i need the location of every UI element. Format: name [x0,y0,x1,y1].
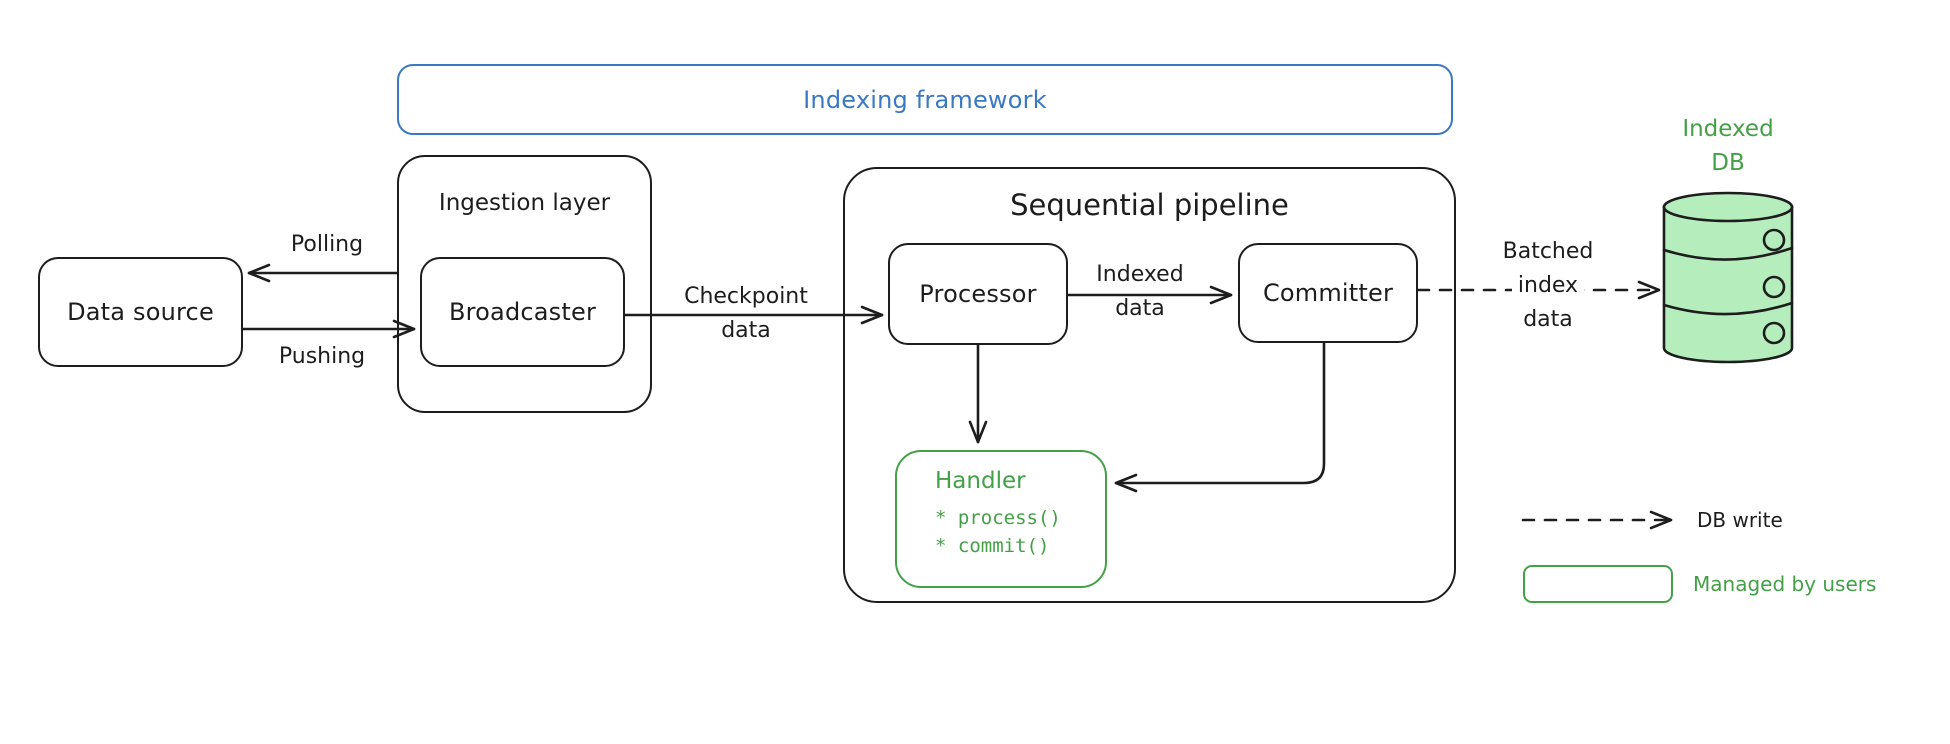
db-cylinder-body [1662,205,1794,364]
handler-method-process: * process() [935,507,1061,529]
handler-method-commit: * commit() [935,535,1050,557]
indexing-framework-label: Indexing framework [803,85,1047,114]
db-dot-1 [1762,228,1786,252]
db-dot-2 [1762,275,1786,299]
checkpoint-data-edge-label: Checkpoint data [666,280,826,348]
committer-node: Committer [1238,243,1418,343]
legend-db-write-label: DB write [1697,508,1783,532]
checkpoint-line2: data [721,318,771,343]
batched-line2: index [1511,273,1585,298]
checkpoint-line1: Checkpoint [684,284,808,309]
db-cylinder-seam-2 [1662,301,1794,316]
batched-index-data-edge-label: Batched index data [1478,235,1618,337]
indexed-data-edge-label: Indexed data [1075,258,1205,326]
broadcaster-node: Broadcaster [420,257,625,367]
db-dot-3 [1762,321,1786,345]
processor-label: Processor [919,280,1037,308]
handler-title: Handler [935,468,1026,494]
sequential-pipeline-title: Sequential pipeline [1010,188,1289,222]
data-source-label: Data source [67,298,214,326]
handler-node: Handler * process() * commit() [895,450,1107,588]
legend-managed-by-users-label: Managed by users [1693,572,1877,596]
ingestion-layer-title: Ingestion layer [438,190,611,216]
legend-managed-swatch [1523,565,1673,603]
batched-line1: Batched [1502,239,1594,264]
committer-label: Committer [1262,279,1394,307]
indexed-db-title: Indexed DB [1658,112,1798,180]
batched-line3: data [1523,307,1573,332]
processor-node: Processor [888,243,1068,345]
indexed-db-line1: Indexed [1682,116,1774,142]
db-cylinder-seam-1 [1662,246,1794,261]
indexed-data-line1: Indexed [1096,262,1184,287]
polling-edge-label: Polling [290,232,364,257]
broadcaster-label: Broadcaster [448,298,597,326]
indexed-db-cylinder [1662,191,1794,364]
data-source-node: Data source [38,257,243,367]
committer-to-handler-arrow [1114,341,1326,493]
indexed-data-line2: data [1115,296,1165,321]
pushing-edge-label: Pushing [278,344,366,369]
indexed-db-line2: DB [1711,150,1745,176]
indexing-framework-frame: Indexing framework [397,64,1453,135]
db-cylinder-top [1662,191,1794,223]
